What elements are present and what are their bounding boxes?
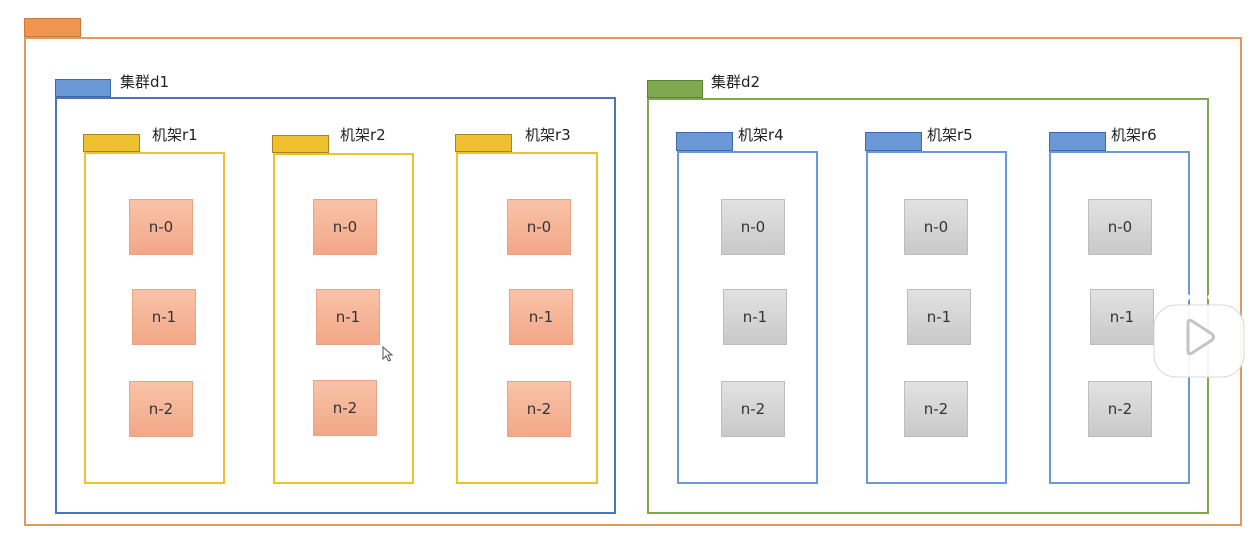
rack-r4-label: 机架r4 (738, 126, 784, 144)
node-r4-n2: n-2 (721, 381, 785, 437)
cluster-d1 (55, 97, 616, 514)
node-r4-n1: n-1 (723, 289, 787, 345)
cluster-d2-tab (647, 80, 703, 98)
node-r6-n2: n-2 (1088, 381, 1152, 437)
rack-r2-tab (272, 135, 329, 153)
rack-r3 (456, 152, 598, 484)
cluster-d1-label: 集群d1 (120, 73, 170, 91)
rack-r3-label: 机架r3 (525, 126, 571, 144)
outer-container (24, 37, 1242, 526)
node-r5-n2: n-2 (904, 381, 968, 437)
node-r3-n2: n-2 (507, 381, 571, 437)
node-r6-n1: n-1 (1090, 289, 1154, 345)
node-r3-n1: n-1 (509, 289, 573, 345)
node-r1-n0: n-0 (129, 199, 193, 255)
cluster-d1-tab (55, 79, 111, 97)
rack-r5 (866, 151, 1007, 484)
play-overlay-button[interactable] (1150, 293, 1248, 381)
rack-r4-tab (676, 132, 733, 151)
rack-r6-label: 机架r6 (1111, 126, 1157, 144)
outer-container-tab (24, 18, 81, 37)
cluster-d2-label: 集群d2 (711, 73, 761, 91)
node-r6-n0: n-0 (1088, 199, 1152, 255)
rack-r2-label: 机架r2 (340, 126, 386, 144)
play-icon (1153, 294, 1245, 378)
rack-r5-tab (865, 132, 922, 151)
mouse-cursor-icon (382, 346, 394, 362)
rack-r2 (273, 153, 414, 484)
rack-r1-label: 机架r1 (152, 126, 198, 144)
rack-r6-tab (1049, 132, 1106, 151)
rack-r1-tab (83, 134, 140, 152)
node-r1-n2: n-2 (129, 381, 193, 437)
node-r3-n0: n-0 (507, 199, 571, 255)
rack-r1 (84, 152, 225, 484)
node-r4-n0: n-0 (721, 199, 785, 255)
rack-r3-tab (455, 134, 512, 152)
node-r2-n2: n-2 (313, 380, 377, 436)
node-r1-n1: n-1 (132, 289, 196, 345)
node-r5-n1: n-1 (907, 289, 971, 345)
rack-r4 (677, 151, 818, 484)
node-r5-n0: n-0 (904, 199, 968, 255)
rack-r5-label: 机架r5 (927, 126, 973, 144)
node-r2-n1: n-1 (316, 289, 380, 345)
node-r2-n0: n-0 (313, 199, 377, 255)
